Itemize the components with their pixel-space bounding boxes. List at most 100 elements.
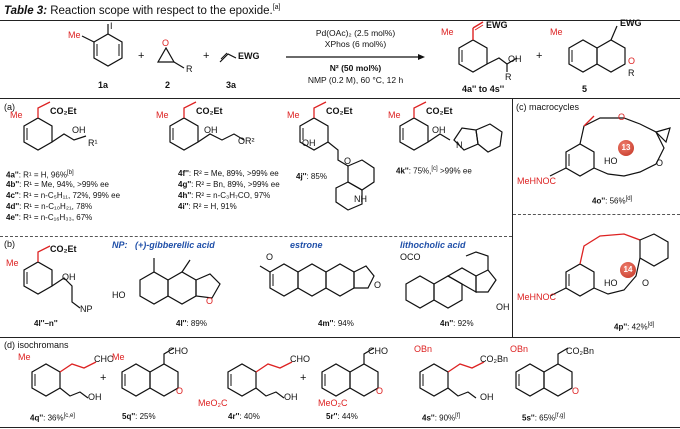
b-me: Me [6,258,19,268]
section-c-divider [513,214,680,215]
condition-2: XPhos (6 mol%) [324,39,387,49]
structure-4p [549,233,669,297]
structure-product-4 [458,21,518,73]
d-atom-label: CHO [290,354,310,364]
k-oh: OH [432,125,446,135]
structure-product-5 [568,25,626,73]
k-me: Me [388,110,401,120]
caption-text: Reaction scope with respect to the epoxi… [50,4,273,17]
section-c-label: (c) macrocycles [516,102,580,112]
d-atom-label: Me [18,352,31,362]
b-np: NP [80,304,93,314]
structure-4l-n [23,245,81,309]
structure-5s [515,347,573,397]
entry-4i: 4i'': R² = H, 91% [178,202,237,211]
structure-4m [259,263,375,297]
entry-4p: 4p'': 42%[d] [614,322,655,332]
bottom-rule [0,427,680,428]
condition-4: NMP (0.2 M), 60 °C, 12 h [307,75,404,85]
a-r1: R¹ [88,138,98,148]
n-oh: OH [496,302,510,312]
entry-4m: 4m'': 94% [318,319,354,328]
entry-4f: 4f'': R² = Me, 89%, >99% ee [178,169,279,178]
structure-4n [405,251,497,309]
d-atom-label: O [376,386,384,396]
np-name-lithocholic: lithocholic acid [400,240,466,250]
me-label: Me [68,30,81,40]
d-atom-label: CO₂Bn [566,346,595,356]
structure-4o [549,115,671,177]
entry-4q: 4q'': 36%[c,e] [30,413,75,423]
d-atom-label: OBn [510,344,529,354]
table-caption: Table 3: Reaction scope with respect to … [4,4,281,17]
ewg-label: EWG [238,51,260,61]
structure-4a-series [23,101,87,151]
n-oco: OCO [400,252,421,262]
r-label: R [186,64,193,74]
column-divider [512,99,513,337]
m-o: O [266,252,274,262]
section-ab-divider [0,236,512,237]
structure-4q [31,361,97,399]
p-mehnoc: MeHNOC [517,292,557,302]
structure-3a [219,52,237,63]
product-r: R [505,72,512,82]
d-atom-label: O [572,386,580,396]
np-name-gibberellic: (+)-gibberellic acid [135,240,215,250]
entry-4l: 4l'': 89% [176,319,207,328]
d-atom-label: CHO [168,346,188,356]
product-oh: OH [508,54,522,64]
entry-4k: 4k'': 75%,[c] >99% ee [396,166,472,176]
section-d-label: (d) isochromans [4,340,69,350]
structure-5q [121,347,179,397]
structure-4j [299,101,375,211]
structure-4l [139,258,221,305]
m-ketone-o: O [374,280,382,290]
d-atom-label: CHO [94,354,114,364]
o-o2: O [656,158,664,168]
table-label: Table 3: [4,4,48,17]
entry-4o: 4o'': 56%[d] [592,196,633,206]
label-3a: 3a [226,80,237,90]
f-co2et: CO₂Et [196,106,223,116]
f-oh: OH [204,125,218,135]
k-n: N [456,140,463,150]
epoxide-o: O [162,38,170,48]
entry-4a: 4a'': R¹ = H, 96%[b] [6,170,74,180]
p-ho: HO [604,278,618,288]
condition-3: N² (50 mol%) [329,63,382,73]
label-1a: 1a [98,80,109,90]
entry-4r: 4r'': 40% [228,412,260,421]
entry-5s: 5s'': 65%[f,g] [522,413,566,423]
entry-4e: 4e'': R¹ = n-C₁₆H₃₃, 67% [6,213,93,222]
d-atom-label: CHO [368,346,388,356]
entry-4d: 4d'': R¹ = n-C₁₀H₂₁, 78% [6,202,93,211]
product-ewg: EWG [486,20,508,30]
scheme-rule [0,98,680,99]
a-co2et: CO₂Et [50,106,77,116]
product5-ewg: EWG [620,18,642,28]
section-d-rule [0,337,680,338]
product5-me: Me [550,27,563,37]
product-me: Me [441,27,454,37]
iodo-label: I [110,21,113,31]
o-mehnoc: MeHNOC [517,176,557,186]
section-b-label: (b) [4,239,15,249]
structure-4f-series [169,101,245,151]
d-atom-label: MeO₂C [198,398,228,408]
entry-4g: 4g'': R² = Bn, 89%, >99% ee [178,180,280,189]
b-co2et: CO₂Et [50,244,77,254]
ring-size-14: 14 [620,262,636,278]
condition-1: Pd(OAc)₂ (2.5 mol%) [315,28,396,38]
structure-4k [399,101,503,153]
d-atom-label: CO₂Bn [480,354,509,364]
ring-size-13: 13 [618,140,634,156]
label-product-5: 5 [582,84,588,94]
entry-4s: 4s'': 90%[f] [422,413,461,423]
structure-5r [321,347,379,397]
l-ho: HO [112,290,126,300]
l-o: O [206,296,214,306]
j-o: O [344,156,352,166]
plus-2: + [203,50,210,62]
o-o1: O [618,112,626,122]
